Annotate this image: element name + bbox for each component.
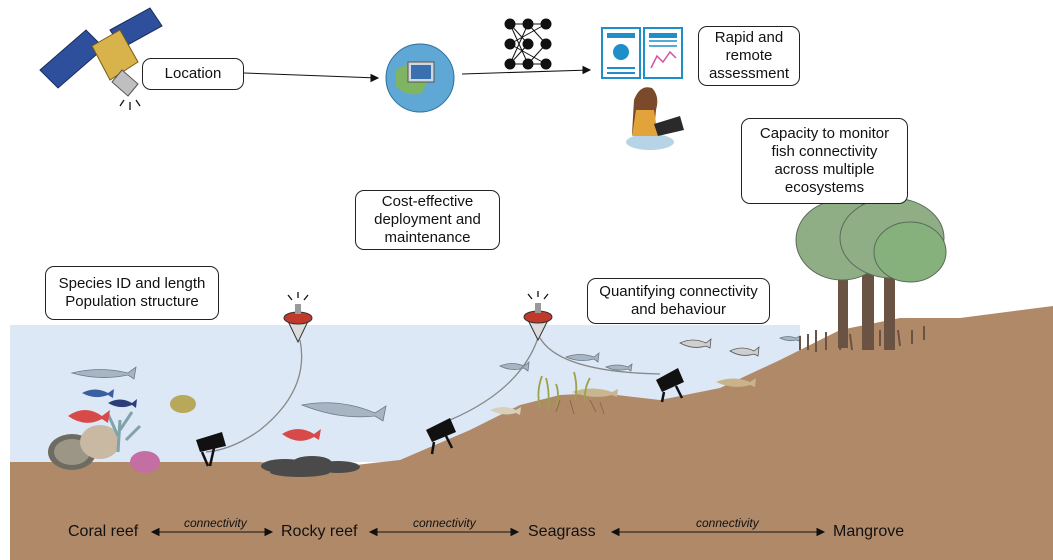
connectivity-arrow-coral-rocky (150, 527, 274, 537)
callout-quantifying-text: Quantifying connectivity and behaviour (599, 283, 758, 318)
seagrass-icon (537, 371, 591, 411)
callout-rapid-text: Rapid and remote assessment (708, 29, 790, 82)
connectivity-label: connectivity (413, 516, 476, 530)
seagrass-roots (555, 399, 605, 415)
callout-capacity: Capacity to monitor fish connectivity ac… (741, 118, 908, 204)
callout-quantifying: Quantifying connectivity and behaviour (587, 278, 770, 324)
flow-arrow-location-to-globe (243, 72, 380, 83)
connectivity-label: connectivity (184, 516, 247, 530)
buoy-icon (449, 291, 661, 421)
fish-icon (70, 335, 801, 422)
connectivity-label: connectivity (696, 516, 759, 530)
rocky-reef-rocks (261, 456, 360, 477)
underwater-camera-icon (196, 432, 226, 467)
ecosystem-label-seagrass: Seagrass (528, 523, 596, 540)
callout-cost-text: Cost-effective deployment and maintenanc… (374, 193, 481, 246)
ecosystem-label-mangrove: Mangrove (833, 523, 905, 540)
callout-capacity-text: Capacity to monitor fish connectivity ac… (759, 125, 890, 196)
callout-location: Location (142, 58, 244, 90)
buoy-icon (205, 292, 313, 453)
callout-species-id: Species ID and length Population structu… (45, 266, 219, 320)
analyst-laptop-icon (626, 87, 684, 150)
report-documents-icon (601, 27, 683, 79)
satellite-icon (39, 7, 163, 110)
callout-cost-effective: Cost-effective deployment and maintenanc… (355, 190, 500, 250)
mangrove-tree-icon (795, 197, 947, 352)
reef-fish-group (68, 338, 760, 441)
coral-icon (48, 411, 160, 473)
underwater-camera-icon (656, 368, 684, 403)
globe-computer-icon (385, 43, 455, 113)
callout-location-text: Location (164, 65, 222, 82)
seabed (10, 306, 1053, 560)
callout-rapid-assessment: Rapid and remote assessment (698, 26, 800, 86)
ecosystem-label-coral-reef: Coral reef (68, 523, 139, 540)
connectivity-arrow-seagrass-mangrove (610, 527, 826, 537)
callout-species-text: Species ID and length Population structu… (58, 275, 206, 310)
neural-network-icon (504, 18, 552, 70)
connectivity-arrow-rocky-seagrass (368, 527, 520, 537)
ecosystem-label-rocky-reef: Rocky reef (281, 523, 358, 540)
flow-arrow-globe-to-reports (461, 65, 592, 75)
underwater-camera-icon (426, 418, 456, 455)
